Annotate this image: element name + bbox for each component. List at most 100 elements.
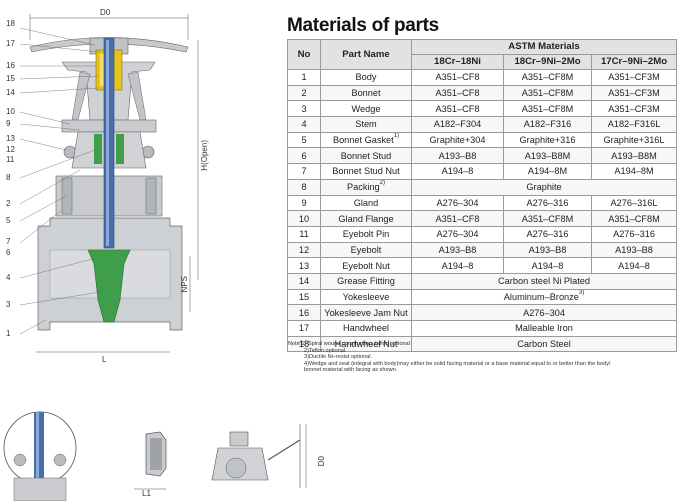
cell-material-grade-1: A276–304	[411, 225, 504, 243]
cell-material-grade-3: A351–CF8M	[590, 210, 678, 227]
cell-material-grade-2: A193–B8	[503, 241, 592, 259]
cell-no: 18	[287, 335, 321, 353]
material-text: A276–304	[523, 307, 565, 318]
footnotes: Note:1) Spiral wound construction, teflo…	[288, 341, 680, 374]
cell-part-name: Packing2)	[320, 178, 412, 196]
header-astm-materials: ASTM Materials	[410, 39, 678, 55]
dim-d0-top: D0	[100, 8, 111, 17]
callout-18: 18	[6, 19, 15, 28]
cell-material-grade-3: A276–316L	[590, 194, 678, 212]
cell-no: 14	[287, 272, 321, 290]
cell-part-name: Gland	[320, 194, 412, 212]
cell-material-grade-2: A351–CF8M	[503, 69, 592, 86]
cell-no: 4	[287, 116, 321, 133]
cell-no: 7	[287, 163, 321, 180]
callout-6: 6	[6, 248, 11, 257]
cell-material-grade-1: A351–CF8	[411, 69, 504, 86]
cell-material-grade-3: Graphite+316L	[590, 131, 678, 149]
dim-height-open: H(Open)	[200, 140, 209, 171]
cell-part-name: Bonnet Stud	[320, 147, 412, 165]
footnote-ref: 1)	[393, 133, 400, 140]
part-name-text: Eyebolt Pin	[342, 229, 390, 240]
bottom-detail-drawings: L1 D0	[0, 400, 360, 501]
cell-no: 17	[287, 320, 321, 337]
callout-15: 15	[6, 74, 15, 83]
header-col-18cr-9ni-2mo: 18Cr–9Ni–2Mo	[503, 54, 592, 70]
callout-4: 4	[6, 273, 11, 282]
cell-material-grade-1: A276–304	[411, 194, 504, 212]
cell-part-name: Bonnet	[320, 84, 412, 102]
cell-no: 8	[287, 178, 321, 196]
callout-10: 10	[6, 107, 15, 116]
materials-table: No Part Name ASTM Materials 18Cr–18Ni 18…	[287, 39, 678, 353]
part-name-text: Bonnet	[351, 88, 381, 99]
cell-material-grade-3: A194–8	[590, 257, 678, 274]
part-name-text: Gland Flange	[338, 213, 394, 224]
gate-valve-cross-section: 18 17 16 15 14 10 9 13 12 11 8 2 5 7 6 4…	[0, 0, 285, 390]
callout-9: 9	[6, 119, 11, 128]
cell-material-all-grades: Graphite	[410, 178, 678, 196]
part-name-text: Body	[355, 72, 377, 83]
cell-material-grade-2: A351–CF8M	[503, 100, 592, 118]
cell-no: 3	[287, 100, 321, 118]
bottom-drawings-svg	[3, 411, 307, 501]
dim-l1: L1	[142, 489, 151, 498]
part-name-text: Grease Fitting	[337, 276, 395, 287]
cell-part-name: Eyebolt	[320, 241, 412, 259]
cell-part-name: Handwheel Nut	[320, 335, 412, 353]
cell-material-grade-2: A193–B8M	[503, 147, 592, 165]
cell-material-grade-1: A351–CF8	[411, 210, 504, 227]
cell-no: 10	[287, 210, 321, 227]
cell-material-grade-2: A194–8M	[503, 163, 592, 180]
note-2: 2)Teflon optional.	[304, 347, 347, 354]
cell-material-grade-3: A182–F316L	[590, 116, 678, 133]
part-name-text: Yokesleeve	[342, 291, 390, 302]
cell-part-name: Gland Flange	[320, 210, 412, 227]
cell-material-grade-3: A276–316	[590, 225, 678, 243]
cell-material-grade-2: A194–8	[503, 257, 592, 274]
callout-14: 14	[6, 88, 15, 97]
cell-part-name: Grease Fitting	[320, 272, 412, 290]
callout-11: 11	[6, 155, 15, 164]
note-4: 4)Wedge and seat (integral with body)may…	[304, 360, 611, 367]
part-name-text: Bonnet Gasket	[332, 135, 394, 146]
cell-material-grade-3: A193–B8	[590, 241, 678, 259]
cell-material-grade-1: A194–8	[411, 163, 504, 180]
material-text: Malleable Iron	[515, 323, 573, 334]
cell-material-all-grades: A276–304	[410, 304, 678, 321]
header-no: No	[287, 39, 321, 70]
cell-part-name: Yokesleeve	[320, 288, 412, 306]
material-text: Carbon Steel	[517, 339, 571, 350]
part-name-text: Yokesleeve Jam Nut	[324, 307, 408, 318]
cell-material-grade-3: A351–CF3M	[590, 100, 678, 118]
header-col-18cr-18ni: 18Cr–18Ni	[411, 54, 504, 70]
cell-material-grade-3: A351–CF3M	[590, 69, 678, 86]
valve-drawing-svg	[19, 14, 199, 353]
cell-no: 11	[287, 225, 321, 243]
cell-material-all-grades: Carbon Steel	[410, 335, 678, 353]
part-name-text: Bonnet Stud Nut	[332, 166, 400, 177]
cell-part-name: Bonnet Stud Nut	[320, 163, 412, 180]
cell-material-grade-1: A351–CF8	[411, 84, 504, 102]
callout-3: 3	[6, 300, 11, 309]
part-name-text: Bonnet Stud	[340, 150, 392, 161]
cell-part-name: Bonnet Gasket1)	[320, 131, 412, 149]
cell-material-grade-1: A194–8	[411, 257, 504, 274]
cell-material-grade-3: A194–8M	[590, 163, 678, 180]
material-text: Graphite	[526, 182, 562, 193]
dim-nps: NPS	[180, 276, 189, 293]
cell-material-grade-1: Graphite+304	[411, 131, 504, 149]
dim-length: L	[102, 355, 107, 364]
cell-material-grade-2: A276–316	[503, 225, 592, 243]
